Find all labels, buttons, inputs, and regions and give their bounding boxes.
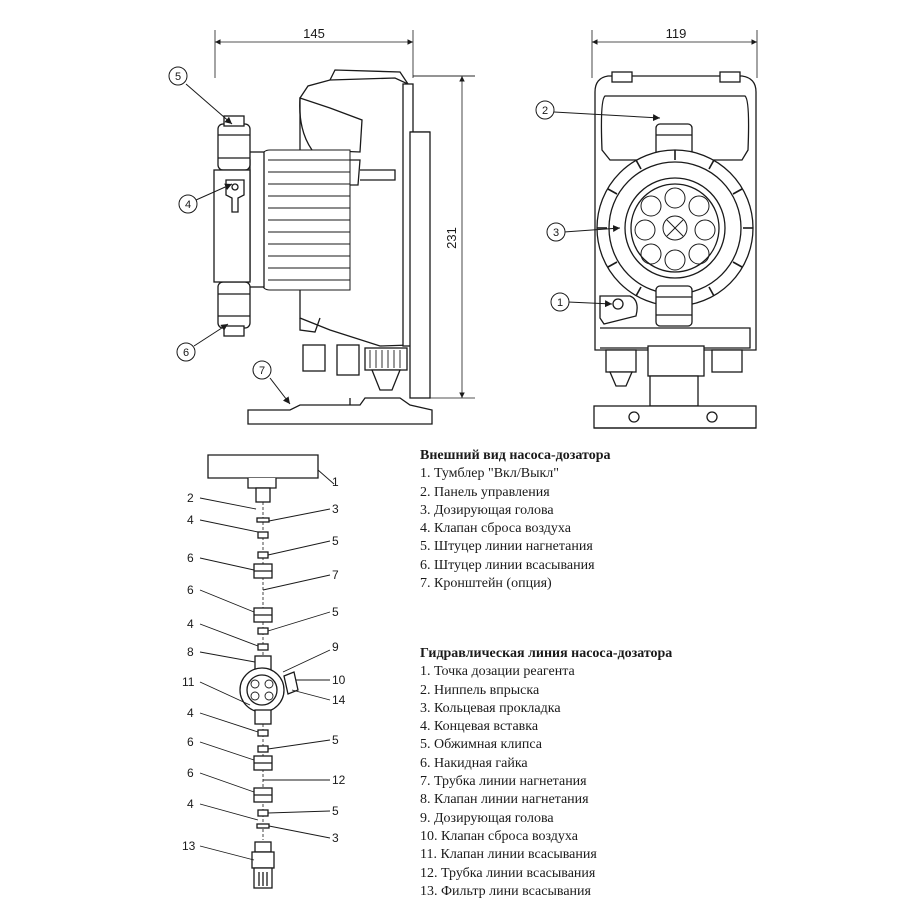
- legend-item: 5. Обжимная клипса: [420, 737, 542, 753]
- hydraulic-line-title: Гидравлическая линия насоса-дозатора: [420, 646, 673, 661]
- svg-text:6: 6: [187, 735, 194, 749]
- svg-text:2: 2: [187, 491, 194, 505]
- legend-item: 13. Фильтр лини всасывания: [420, 883, 591, 899]
- svg-text:5: 5: [332, 605, 339, 619]
- svg-text:3: 3: [332, 831, 339, 845]
- svg-text:5: 5: [332, 804, 339, 818]
- legend-item: 11. Клапан линии всасывания: [420, 847, 597, 863]
- callout-5: 5: [168, 66, 188, 86]
- svg-text:6: 6: [183, 347, 189, 359]
- front-view: [413, 30, 758, 429]
- legend-item: 9. Дозирующая голова: [420, 810, 554, 826]
- callout-2: 2: [535, 100, 555, 120]
- hydraulic-right-labels: 1 3 5 7 5 9 10 14 5 12 5 3: [332, 475, 346, 845]
- svg-text:1: 1: [332, 475, 339, 489]
- hydraulic-left-labels: 2 4 6 6 4 8 11 4 6 6 4 13: [182, 491, 196, 853]
- callout-6: 6: [176, 342, 196, 362]
- hydraulic-leaders: [199, 469, 335, 861]
- legend-item: 2. Панель управления: [420, 484, 550, 500]
- svg-text:11: 11: [182, 675, 195, 689]
- callout-1: 1: [550, 292, 570, 312]
- legend-item: 1. Точка дозации реагента: [420, 664, 575, 680]
- side-view: [213, 30, 475, 425]
- external-view-legend: Внешний вид насоса-дозатора 1. Тумблер "…: [420, 447, 611, 593]
- svg-text:10: 10: [332, 673, 346, 687]
- svg-text:2: 2: [542, 105, 548, 117]
- legend-item: 1. Тумблер "Вкл/Выкл": [420, 466, 559, 482]
- legend-item: 3. Дозирующая голова: [420, 502, 554, 518]
- legend-item: 10. Клапан сброса воздуха: [420, 828, 578, 844]
- legend-item: 3. Кольцевая прокладка: [420, 700, 561, 716]
- dimension-231: 231: [444, 227, 459, 249]
- svg-text:4: 4: [187, 513, 194, 527]
- dimension-145: 145: [303, 26, 325, 41]
- legend-item: 12. Трубка линии всасывания: [420, 865, 596, 881]
- svg-text:1: 1: [557, 297, 563, 309]
- legend-item: 6. Накидная гайка: [420, 755, 528, 771]
- external-callouts: 5 4 6 7 2 3 1: [168, 66, 570, 380]
- svg-text:13: 13: [182, 839, 196, 853]
- legend-item: 2. Ниппель впрыска: [420, 682, 540, 698]
- legend-item: 7. Трубка линии нагнетания: [420, 774, 587, 790]
- legend-item: 8. Клапан линии нагнетания: [420, 792, 589, 808]
- svg-text:4: 4: [185, 199, 191, 211]
- svg-text:4: 4: [187, 706, 194, 720]
- svg-text:3: 3: [332, 502, 339, 516]
- svg-text:4: 4: [187, 797, 194, 811]
- legend-item: 6. Штуцер линии всасывания: [420, 557, 595, 573]
- legend-item: 7. Кронштейн (опция): [420, 576, 552, 592]
- legend-item: 4. Концевая вставка: [420, 719, 539, 735]
- callout-4: 4: [178, 194, 198, 214]
- svg-text:7: 7: [259, 365, 265, 377]
- hydraulic-line-legend: Гидравлическая линия насоса-дозатора 1. …: [420, 645, 672, 901]
- legend-item: 4. Клапан сброса воздуха: [420, 521, 571, 537]
- callout-7: 7: [252, 360, 272, 380]
- svg-text:12: 12: [332, 773, 346, 787]
- svg-text:4: 4: [187, 617, 194, 631]
- svg-text:6: 6: [187, 551, 194, 565]
- svg-text:6: 6: [187, 583, 194, 597]
- callout-3: 3: [546, 222, 566, 242]
- dimension-119: 119: [666, 26, 687, 41]
- svg-text:3: 3: [553, 227, 559, 239]
- svg-text:14: 14: [332, 693, 346, 707]
- legend-item: 5. Штуцер линии нагнетания: [420, 539, 593, 555]
- external-view-title: Внешний вид насоса-дозатора: [420, 448, 611, 463]
- svg-text:5: 5: [332, 534, 339, 548]
- svg-text:5: 5: [332, 733, 339, 747]
- external-leaders: [185, 83, 661, 405]
- svg-text:9: 9: [332, 640, 339, 654]
- svg-text:8: 8: [187, 645, 194, 659]
- hydraulic-line-diagram: [207, 454, 319, 889]
- svg-text:5: 5: [175, 71, 181, 83]
- svg-text:6: 6: [187, 766, 194, 780]
- svg-text:7: 7: [332, 568, 339, 582]
